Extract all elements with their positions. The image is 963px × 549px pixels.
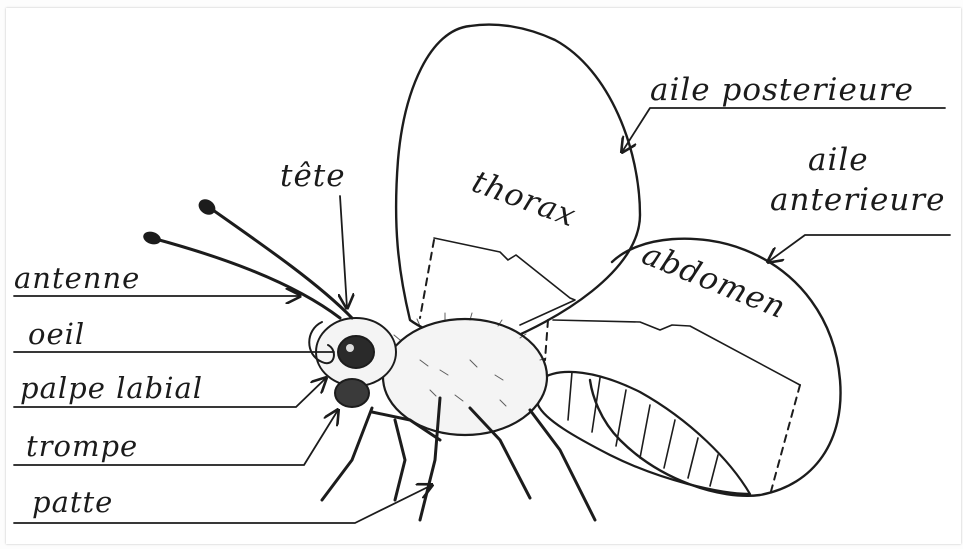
compound-eye — [338, 336, 374, 368]
label-tete: tête — [280, 158, 346, 194]
label-thorax: thorax — [467, 164, 581, 235]
leader-tete — [340, 196, 347, 308]
fore-wing-inner-outline — [553, 320, 800, 385]
label-aile-posterieure: aile posterieure — [650, 72, 914, 108]
antenna-lower — [152, 238, 340, 318]
label-patte: patte — [32, 485, 113, 519]
label-aile-anterieure-line1: aile — [808, 142, 869, 178]
leader-aile-posterieure — [622, 108, 945, 152]
label-antenne: antenne — [14, 261, 140, 295]
labial-palp — [335, 379, 369, 407]
hind-wing-inner-outline — [434, 238, 575, 325]
label-palpe-labial: palpe labial — [20, 371, 203, 405]
label-abdomen: abdomen — [637, 236, 791, 326]
leader-aile-anterieure — [768, 235, 950, 262]
label-aile-anterieure-line2: anterieure — [770, 182, 945, 218]
hind-wing-dash — [420, 240, 434, 318]
fore-wing-dash — [545, 320, 800, 495]
label-trompe: trompe — [26, 429, 138, 463]
label-oeil: oeil — [28, 317, 85, 351]
